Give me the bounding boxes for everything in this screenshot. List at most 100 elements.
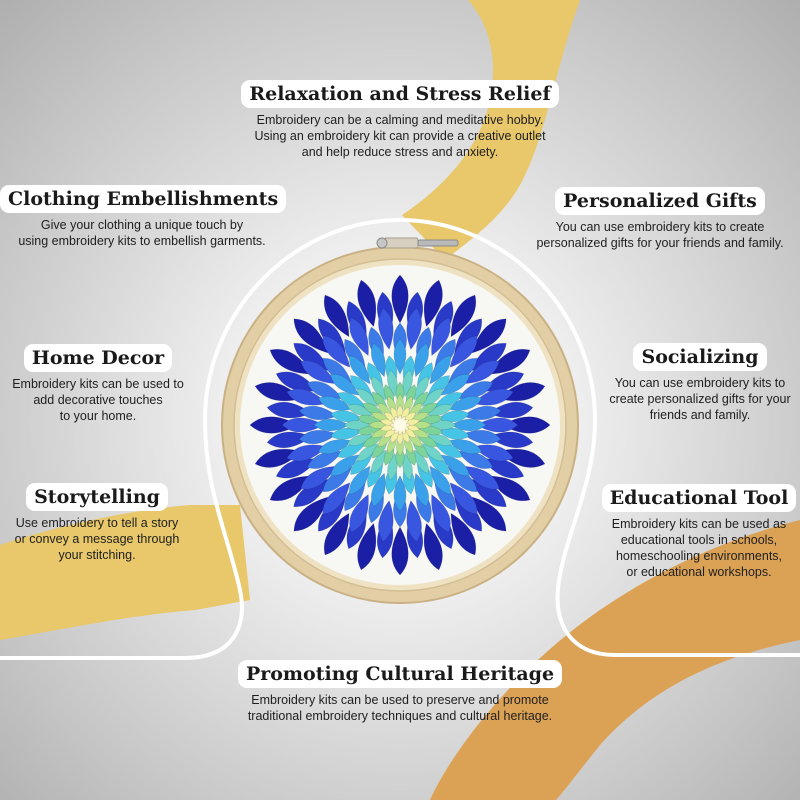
petal [349, 465, 371, 495]
petal [266, 431, 313, 449]
petal [472, 388, 514, 406]
title-educational: Educational Tool [601, 484, 797, 512]
petal [449, 482, 478, 515]
petal [313, 418, 350, 432]
petal [423, 522, 443, 571]
petal [391, 526, 409, 576]
petal [330, 374, 360, 396]
yellow-band-top [402, 0, 580, 260]
orange-band-bottom [430, 520, 800, 800]
petal [330, 454, 360, 476]
petal [414, 472, 429, 508]
section-home: Home Decor Embroidery kits can be used t… [0, 344, 196, 424]
petal [431, 493, 451, 533]
desc-heritage: Embroidery kits can be used to preserve … [247, 693, 553, 723]
petal [269, 475, 313, 502]
petal [487, 475, 531, 502]
title-storytelling: Storytelling [26, 483, 168, 511]
petal [323, 294, 350, 338]
petal [317, 396, 353, 411]
petal [371, 342, 386, 378]
petal [298, 405, 338, 421]
petal [357, 279, 377, 328]
petal [406, 307, 422, 350]
petal [293, 318, 329, 354]
petal [323, 512, 350, 556]
yellow-band-left [0, 505, 250, 640]
petal [440, 454, 470, 476]
petal [475, 417, 519, 433]
section-clothing: Clothing Embellishments Give your clothi… [0, 185, 287, 249]
mandala-center [394, 419, 406, 431]
petal [286, 388, 328, 406]
hoop-screw-icon [376, 237, 459, 249]
petal [487, 431, 534, 449]
petal [472, 444, 514, 462]
desc-relaxation: Embroidery can be a calming and meditati… [254, 113, 546, 159]
petal [269, 348, 313, 375]
petal [497, 448, 546, 468]
title-home: Home Decor [23, 344, 173, 372]
petal [471, 496, 507, 532]
petal [393, 338, 407, 375]
title-socializing: Socializing [633, 343, 767, 371]
petal [391, 274, 409, 324]
petal [450, 418, 487, 432]
desc-storytelling: Use embroidery to tell a story or convey… [14, 516, 180, 562]
petal [317, 439, 353, 454]
white-frame-line [0, 217, 800, 660]
petal [281, 417, 325, 433]
petal [449, 335, 478, 368]
petal [266, 401, 313, 419]
petal [463, 360, 500, 385]
petal [349, 493, 369, 533]
petal [322, 335, 351, 368]
desc-clothing: Give your clothing a unique touch by usi… [18, 218, 266, 248]
section-socializing: Socializing You can use embroidery kits … [600, 343, 800, 423]
petal [429, 465, 451, 495]
section-educational: Educational Tool Embroidery kits can be … [598, 484, 800, 580]
petal [463, 465, 500, 490]
title-relaxation: Relaxation and Stress Relief [241, 80, 559, 108]
title-heritage: Promoting Cultural Heritage [237, 660, 563, 688]
title-clothing: Clothing Embellishments [0, 185, 287, 213]
petal [378, 500, 394, 543]
desc-gifts: You can use embroidery kits to create pe… [536, 220, 784, 250]
petal [462, 405, 502, 421]
petal [349, 355, 371, 385]
petal [471, 318, 507, 354]
petal [501, 416, 551, 434]
petal [487, 401, 534, 419]
petal [300, 465, 337, 490]
petal [423, 279, 443, 328]
section-relaxation: Relaxation and Stress Relief Embroidery … [200, 80, 600, 160]
petal [462, 429, 502, 445]
petal [450, 512, 477, 556]
petal [249, 416, 299, 434]
petal [254, 382, 303, 402]
petal [447, 439, 483, 454]
petal [378, 307, 394, 350]
petal [371, 472, 386, 508]
petal [450, 294, 477, 338]
petal [300, 360, 337, 385]
petal [286, 444, 328, 462]
petal [429, 355, 451, 385]
petal [431, 317, 451, 357]
petal [254, 448, 303, 468]
title-gifts: Personalized Gifts [555, 187, 765, 215]
section-storytelling: Storytelling Use embroidery to tell a st… [0, 483, 194, 563]
petal [487, 348, 531, 375]
petal [349, 317, 369, 357]
section-heritage: Promoting Cultural Heritage Embroidery k… [200, 660, 600, 724]
petal [406, 500, 422, 543]
petal [293, 496, 329, 532]
petal [414, 342, 429, 378]
petal [440, 374, 470, 396]
petal [322, 482, 351, 515]
petal [298, 429, 338, 445]
desc-socializing: You can use embroidery kits to create pe… [609, 376, 791, 422]
petal [497, 382, 546, 402]
